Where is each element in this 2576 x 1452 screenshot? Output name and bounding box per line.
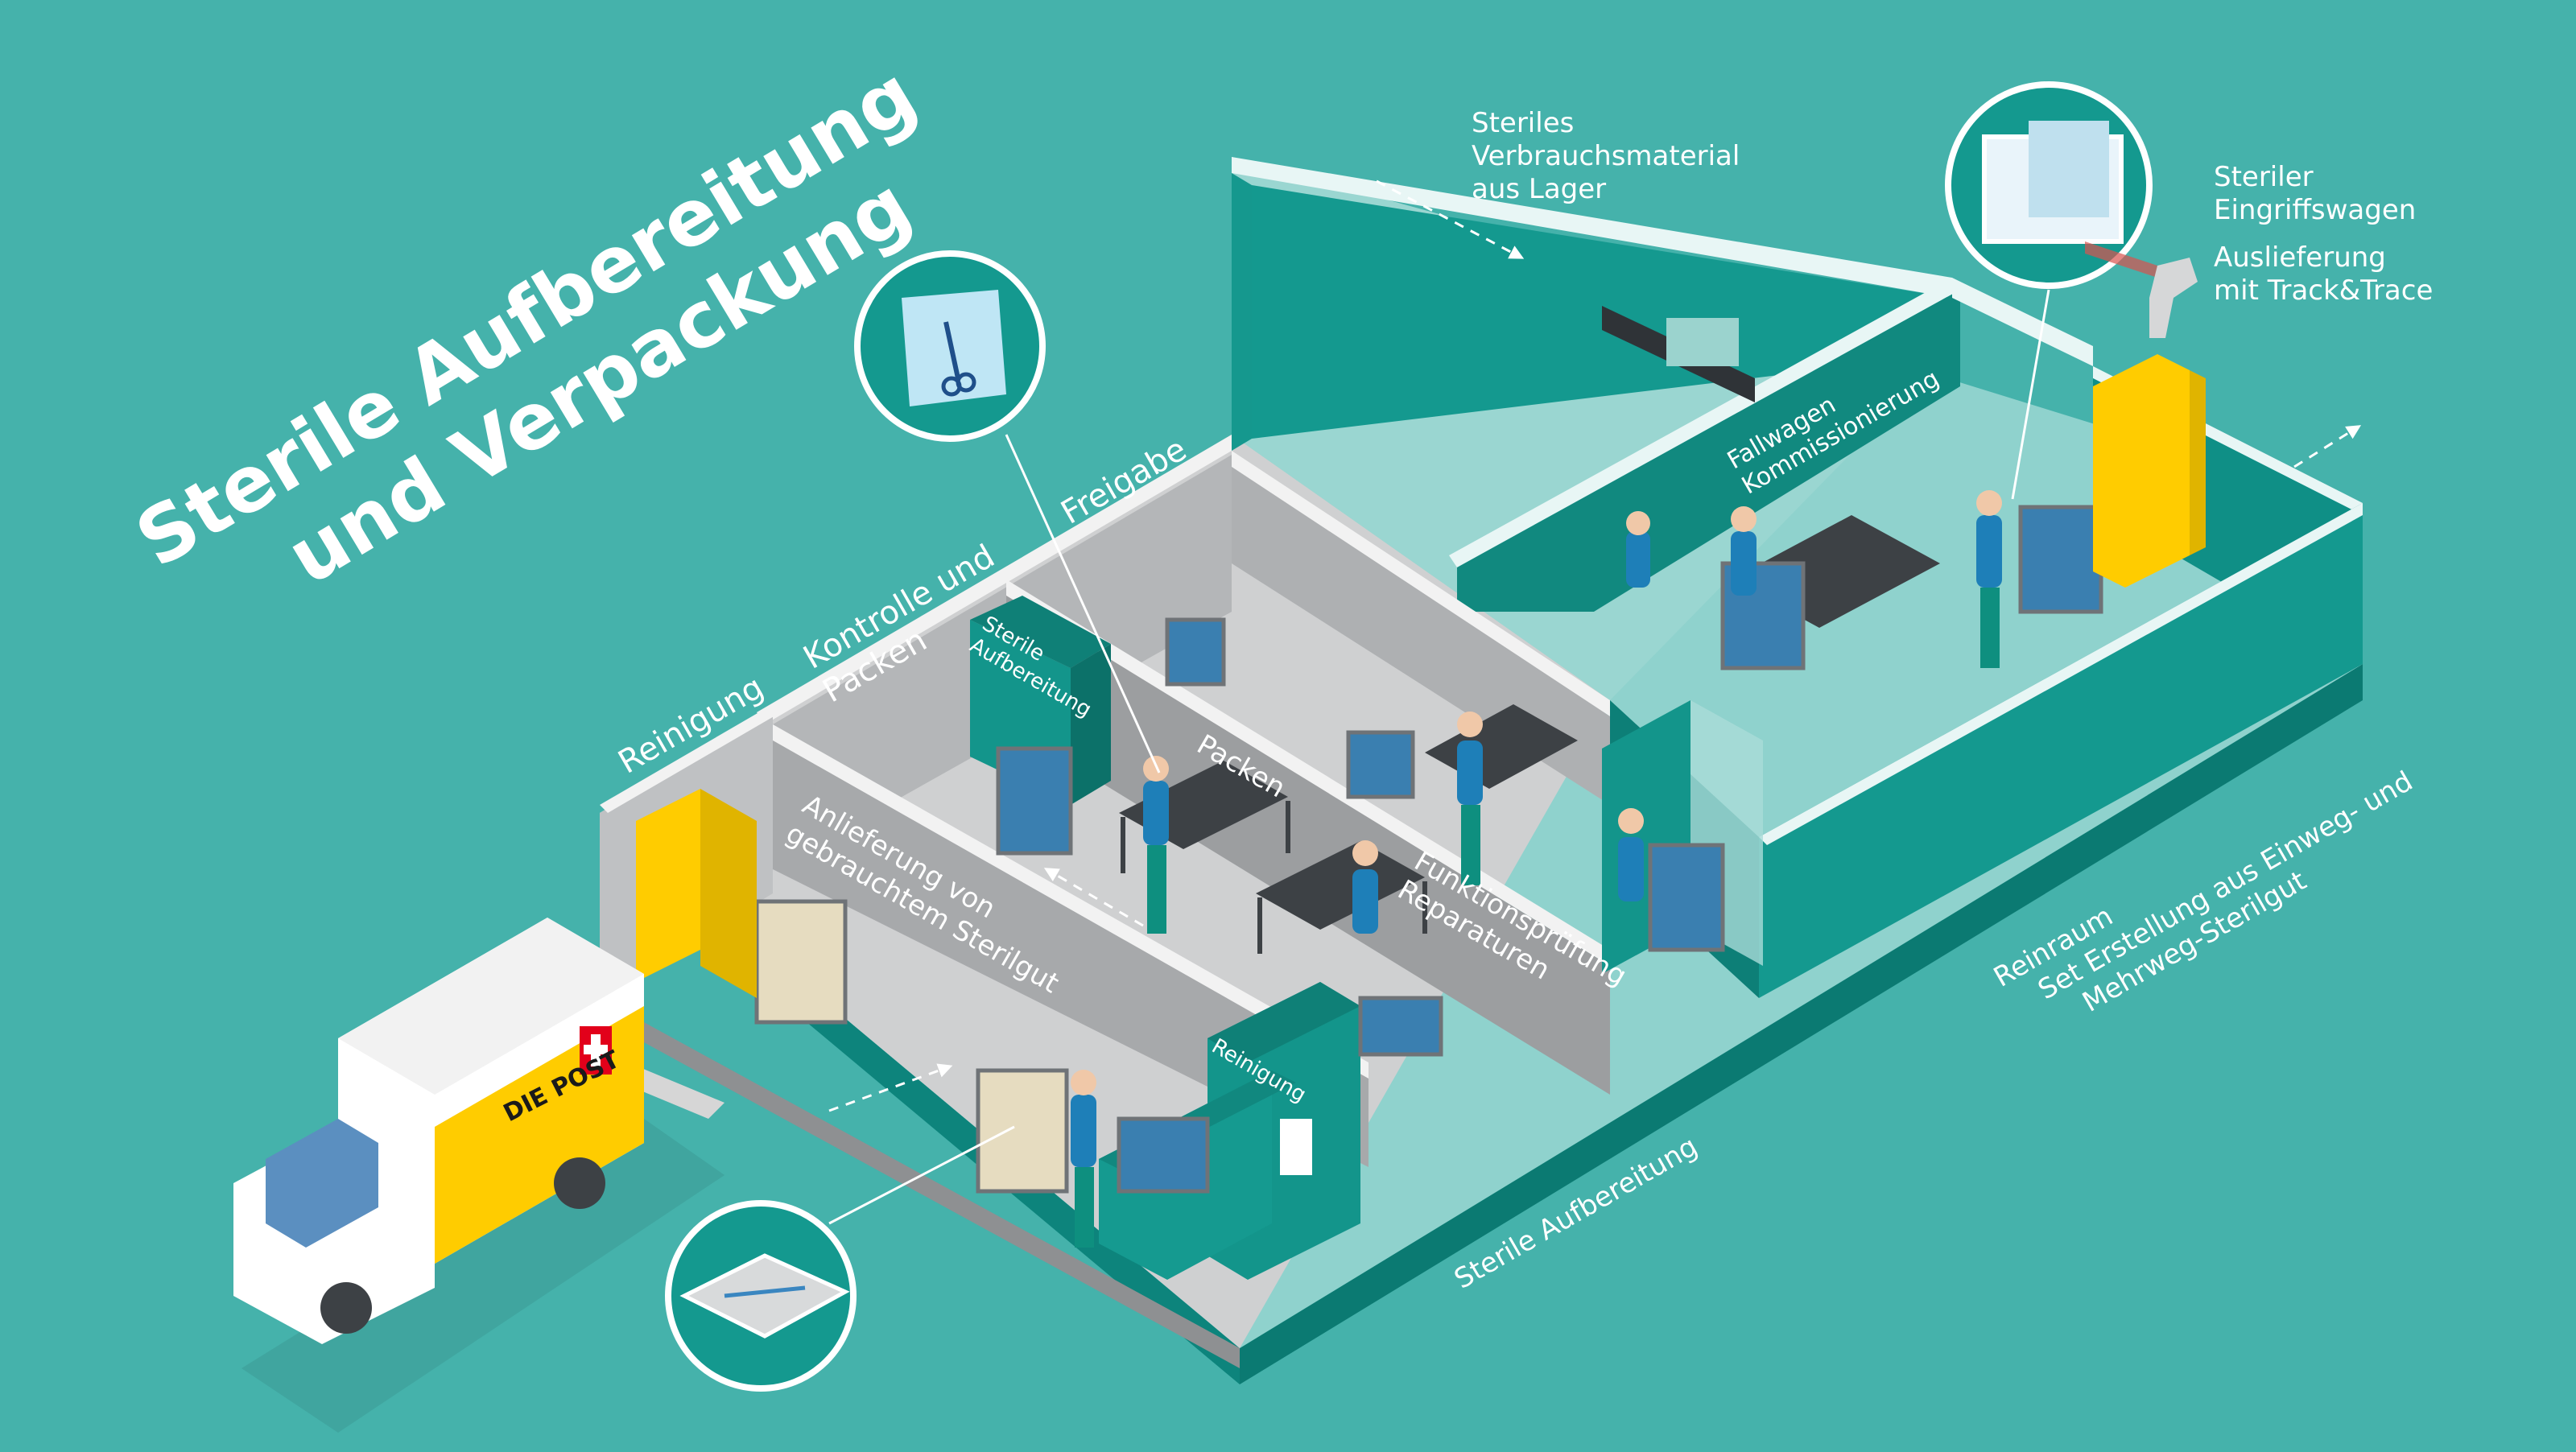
flow-arrows	[828, 179, 2362, 1112]
yellow-cabinets	[636, 354, 2206, 998]
label-auslieferung: Auslieferung mit Track&Trace	[2214, 241, 2434, 307]
callout-lines	[828, 289, 2050, 1225]
conveyor	[1602, 306, 1755, 402]
label-steriles-verbrauchsmaterial: Steriles Verbrauchsmaterial aus Lager	[1472, 107, 1740, 205]
sterile-instrument-pouch-icon	[854, 250, 1046, 442]
carts	[754, 505, 2103, 1194]
staff-figures	[1071, 490, 2002, 1248]
instrument-tray-icon	[665, 1200, 857, 1392]
sterile-cart-icon	[1945, 81, 2153, 289]
label-steriler-eingriffswagen: Steriler Eingriffswagen	[2214, 161, 2417, 226]
delivery-truck	[233, 918, 724, 1433]
barcode-scanner-icon	[2085, 241, 2198, 338]
washer-machine-front	[1099, 982, 1360, 1280]
